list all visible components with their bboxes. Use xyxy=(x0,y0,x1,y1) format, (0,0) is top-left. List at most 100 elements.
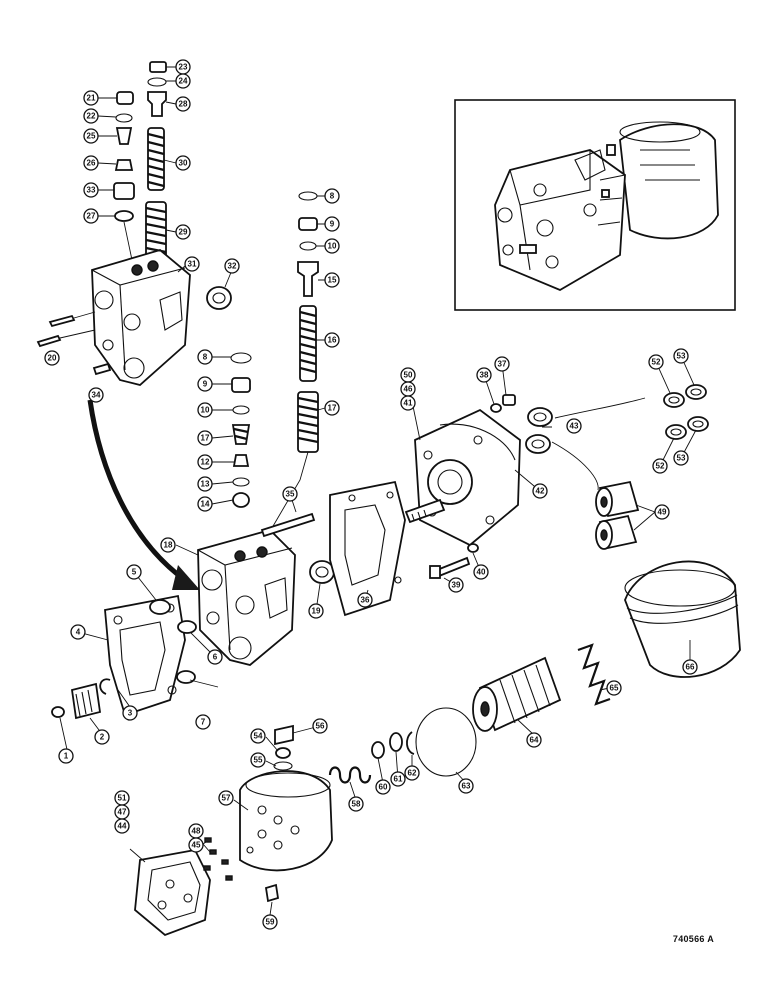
callout-63: 63 xyxy=(458,778,474,794)
callout-31: 31 xyxy=(184,256,200,272)
callout-51: 51 xyxy=(114,790,130,806)
callout-16: 16 xyxy=(324,332,340,348)
pump-body-18 xyxy=(197,480,406,666)
svg-text:4: 4 xyxy=(76,628,81,637)
svg-text:34: 34 xyxy=(92,391,101,400)
leader-lines xyxy=(59,66,697,916)
svg-text:49: 49 xyxy=(658,508,667,517)
svg-text:64: 64 xyxy=(530,736,539,745)
svg-text:23: 23 xyxy=(179,63,188,72)
svg-text:31: 31 xyxy=(188,260,197,269)
callout-60: 60 xyxy=(375,779,391,795)
svg-text:53: 53 xyxy=(677,352,686,361)
svg-text:40: 40 xyxy=(477,568,486,577)
svg-text:61: 61 xyxy=(394,775,403,784)
svg-text:36: 36 xyxy=(361,596,370,605)
svg-text:37: 37 xyxy=(498,360,507,369)
svg-text:35: 35 xyxy=(286,490,295,499)
svg-text:21: 21 xyxy=(87,94,96,103)
svg-text:56: 56 xyxy=(316,722,325,731)
svg-text:60: 60 xyxy=(379,783,388,792)
svg-text:51: 51 xyxy=(118,794,127,803)
motor-flange-41 xyxy=(404,394,646,579)
callout-54: 54 xyxy=(250,728,266,744)
callout-30: 30 xyxy=(175,155,191,171)
callout-3: 3 xyxy=(122,705,138,721)
callout-66: 66 xyxy=(682,659,698,675)
svg-text:2: 2 xyxy=(100,733,105,742)
svg-text:43: 43 xyxy=(570,422,579,431)
callout-57: 57 xyxy=(218,790,234,806)
callout-27: 27 xyxy=(83,208,99,224)
callout-55: 55 xyxy=(250,752,266,768)
callout-9a: 9 xyxy=(324,216,340,232)
svg-text:10: 10 xyxy=(328,242,337,251)
gear-and-gasket xyxy=(51,594,197,720)
svg-text:42: 42 xyxy=(536,487,545,496)
svg-text:5: 5 xyxy=(132,568,137,577)
svg-text:53: 53 xyxy=(677,454,686,463)
svg-text:12: 12 xyxy=(201,458,210,467)
callout-24: 24 xyxy=(175,73,191,89)
callout-13: 13 xyxy=(197,476,213,492)
callout-7: 7 xyxy=(195,714,211,730)
svg-text:22: 22 xyxy=(87,112,96,121)
svg-text:59: 59 xyxy=(266,918,275,927)
callout-42: 42 xyxy=(532,483,548,499)
svg-text:27: 27 xyxy=(87,212,96,221)
callout-45: 45 xyxy=(188,837,204,853)
callout-65: 65 xyxy=(606,680,622,696)
callout-58: 58 xyxy=(348,796,364,812)
svg-text:7: 7 xyxy=(201,718,206,727)
callout-49a: 49 xyxy=(654,504,670,520)
callout-52b: 52 xyxy=(652,458,668,474)
callout-21: 21 xyxy=(83,90,99,106)
svg-text:1: 1 xyxy=(64,752,69,761)
svg-text:18: 18 xyxy=(164,541,173,550)
callout-62: 62 xyxy=(404,765,420,781)
svg-text:17: 17 xyxy=(328,404,337,413)
svg-text:38: 38 xyxy=(480,371,489,380)
svg-text:39: 39 xyxy=(452,581,461,590)
callout-5: 5 xyxy=(126,564,142,580)
svg-text:54: 54 xyxy=(254,732,263,741)
svg-text:15: 15 xyxy=(328,276,337,285)
callout-17a: 17 xyxy=(324,400,340,416)
svg-text:45: 45 xyxy=(192,841,201,850)
callout-35: 35 xyxy=(282,486,298,502)
callout-61: 61 xyxy=(390,771,406,787)
callout-38: 38 xyxy=(476,367,492,383)
callout-8b: 8 xyxy=(197,349,213,365)
callout-2: 2 xyxy=(94,729,110,745)
svg-text:50: 50 xyxy=(404,371,413,380)
svg-text:66: 66 xyxy=(686,663,695,672)
svg-text:16: 16 xyxy=(328,336,337,345)
svg-text:30: 30 xyxy=(179,159,188,168)
assembly-arrow xyxy=(87,399,200,590)
svg-text:46: 46 xyxy=(404,385,413,394)
svg-text:14: 14 xyxy=(201,500,210,509)
callout-1: 1 xyxy=(58,748,74,764)
callout-10b: 10 xyxy=(197,402,213,418)
callout-29: 29 xyxy=(175,224,191,240)
callout-14: 14 xyxy=(197,496,213,512)
seal-group-52-53 xyxy=(595,384,709,550)
callout-46: 46 xyxy=(400,381,416,397)
upper-valve-stack xyxy=(36,61,232,386)
svg-text:44: 44 xyxy=(118,822,127,831)
callout-9b: 9 xyxy=(197,376,213,392)
svg-text:28: 28 xyxy=(179,100,188,109)
end-gasket-44 xyxy=(134,837,233,937)
svg-text:52: 52 xyxy=(652,358,661,367)
middle-valve-stack xyxy=(230,191,319,546)
svg-text:65: 65 xyxy=(610,684,619,693)
callout-53b: 53 xyxy=(673,450,689,466)
svg-text:62: 62 xyxy=(408,769,417,778)
svg-text:20: 20 xyxy=(48,354,57,363)
callout-4: 4 xyxy=(70,624,86,640)
svg-text:13: 13 xyxy=(201,480,210,489)
callout-52a: 52 xyxy=(648,354,664,370)
callout-59: 59 xyxy=(262,914,278,930)
callouts: 23 24 28 30 29 21 22 25 26 33 27 31 32 2… xyxy=(44,59,698,930)
